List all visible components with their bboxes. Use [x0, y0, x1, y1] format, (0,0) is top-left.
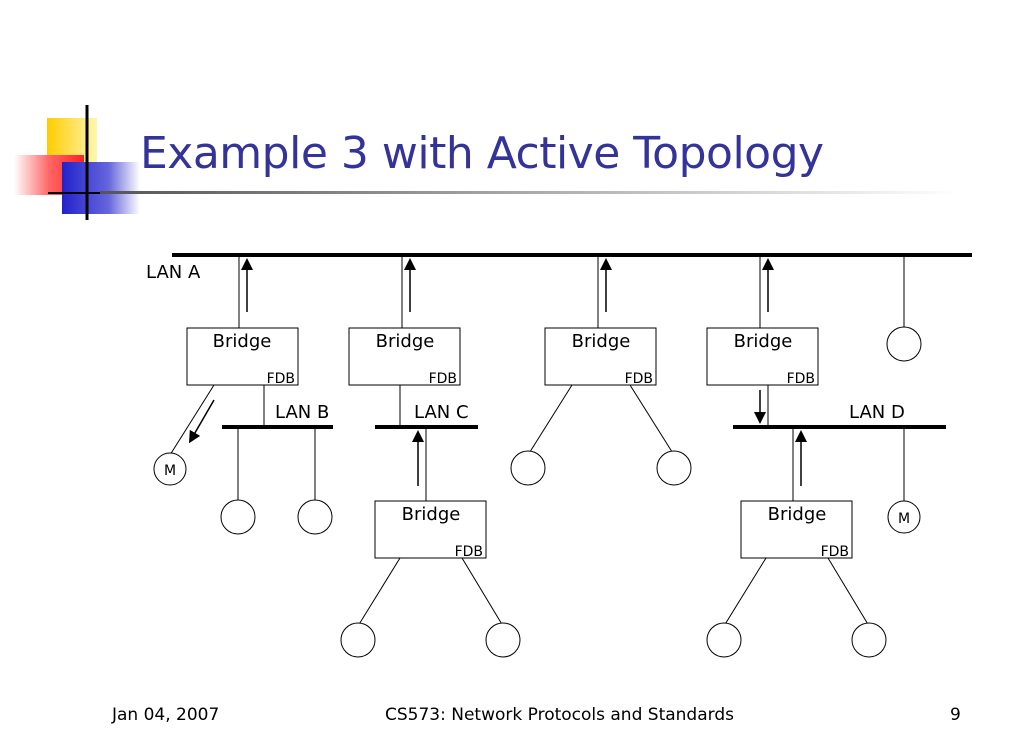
lan-a-station: [886, 326, 922, 362]
bridge-6-link-left: [723, 557, 767, 627]
footer-date: Jan 04, 2007: [112, 705, 220, 725]
station-m-left-label: M: [164, 463, 176, 479]
bridge-3-label: Bridge: [572, 331, 631, 352]
bridge-6-station-2: [851, 622, 887, 658]
station-m-left: M: [153, 452, 187, 486]
lan-b-station-1: [220, 499, 256, 535]
lan-c-label: LAN C: [414, 402, 469, 423]
bridge-3-link-right: [629, 384, 675, 456]
bridge-1: Bridge FDB: [186, 327, 299, 387]
bridge-2: Bridge FDB: [348, 327, 461, 387]
bridge-5-link-right: [461, 557, 504, 627]
bridge-5-station-2: [485, 622, 521, 658]
title-underline: [100, 191, 960, 194]
station-m-right-label: M: [898, 511, 910, 527]
bridge-3-fdb: FDB: [625, 371, 653, 387]
bridge-5-link-left: [357, 557, 401, 627]
lan-d-label: LAN D: [849, 402, 905, 423]
bridge-6: Bridge FDB: [740, 500, 853, 560]
bridge-1-link-m: [169, 384, 215, 456]
bridge-6-link-right: [827, 557, 870, 627]
bridge-6-label: Bridge: [768, 504, 827, 525]
footer-page-number: 9: [950, 705, 961, 725]
bridge-1-down-arrow: [188, 399, 215, 444]
lan-b-label: LAN B: [275, 402, 329, 423]
lan-a-label: LAN A: [146, 262, 201, 283]
bridge-1-label: Bridge: [213, 331, 272, 352]
station-m-right: M: [887, 500, 921, 534]
footer-course: CS573: Network Protocols and Standards: [385, 705, 734, 725]
bridge-4: Bridge FDB: [706, 327, 819, 387]
bridge-5-fdb: FDB: [455, 544, 483, 560]
decorative-logo-icon: [14, 105, 140, 220]
slide-title: Example 3 with Active Topology: [140, 128, 824, 179]
bridge-5: Bridge FDB: [374, 500, 487, 560]
bridge-2-fdb: FDB: [429, 371, 457, 387]
bridge-3-station-1: [510, 450, 546, 486]
bridge-3: Bridge FDB: [544, 327, 657, 387]
lan-b-station-2: [297, 499, 333, 535]
bridge-5-station-1: [340, 622, 376, 658]
bridge-4-fdb: FDB: [787, 371, 815, 387]
bridge-3-station-2: [656, 450, 692, 486]
bridge-6-fdb: FDB: [821, 544, 849, 560]
bridge-2-label: Bridge: [376, 331, 435, 352]
bridge-1-fdb: FDB: [267, 371, 295, 387]
bridge-3-link-left: [527, 384, 573, 456]
bridge-6-station-1: [706, 622, 742, 658]
bridge-4-label: Bridge: [734, 331, 793, 352]
bridge-5-label: Bridge: [402, 504, 461, 525]
